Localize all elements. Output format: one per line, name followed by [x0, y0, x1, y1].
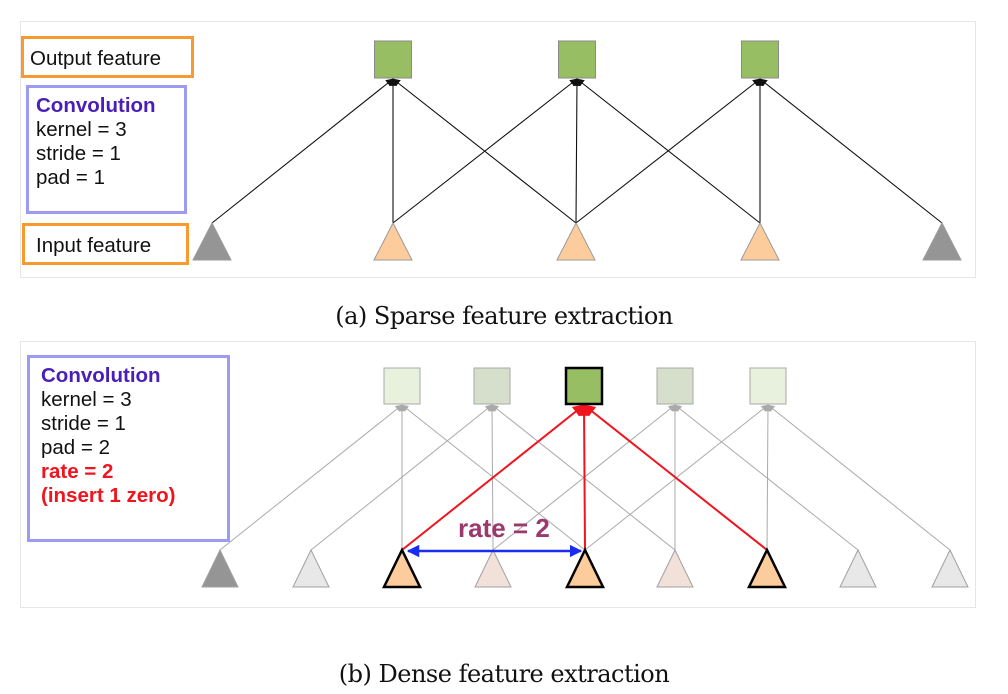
output-node: [374, 40, 412, 79]
pad-param: pad = 1: [36, 166, 105, 189]
dense-highlight-edge: [583, 404, 768, 551]
zero-inserted-node: [656, 548, 694, 588]
output-node: [383, 367, 421, 405]
dense-edge: [674, 404, 859, 551]
padding-input-node: [922, 221, 962, 261]
dense-highlight-edge: [578, 403, 591, 551]
padding-input-node: [292, 548, 330, 588]
zero-inserted-node: [474, 548, 512, 588]
input-node: [556, 221, 596, 261]
sparse-edge: [392, 78, 578, 224]
padding-input-node: [839, 548, 877, 588]
output-node: [741, 40, 779, 79]
dense-edge: [219, 404, 403, 551]
convolution-params-box-a: Convolution kernel = 3 stride = 1 pad = …: [26, 85, 187, 214]
sparse-edge: [759, 78, 943, 224]
rate-param: rate = 2: [41, 460, 114, 483]
input-feature-label-box: Input feature: [22, 223, 189, 265]
dense-nodes: [201, 366, 969, 589]
output-feature-label: Output feature: [30, 47, 162, 70]
sparse-edge: [211, 78, 394, 224]
kernel-param: kernel = 3: [41, 388, 132, 411]
caption-a: (a) Sparse feature extraction: [335, 302, 673, 330]
convolution-title: Convolution: [36, 94, 156, 117]
input-node: [565, 547, 605, 589]
dense-highlight-edges: [401, 403, 768, 551]
output-node: [558, 40, 596, 79]
convolution-params-box-b: Convolution kernel = 3 stride = 1 pad = …: [27, 355, 230, 542]
dense-edges: [219, 404, 951, 551]
input-feature-label: Input feature: [36, 234, 152, 257]
padding-input-node: [192, 221, 232, 261]
rate-annotation: rate = 2: [458, 513, 550, 543]
caption-b: (b) Dense feature extraction: [338, 660, 670, 688]
highlighted-output-node: [564, 366, 604, 406]
padding-input-node: [931, 548, 969, 588]
padding-input-node: [201, 548, 239, 588]
input-node: [373, 221, 413, 261]
dense-edge: [764, 404, 772, 551]
input-node: [382, 547, 422, 589]
output-node: [749, 367, 787, 405]
output-feature-label-box: Output feature: [21, 36, 194, 78]
dense-edge: [767, 404, 951, 551]
sparse-edge: [575, 78, 761, 224]
input-node: [747, 547, 787, 589]
dense-edge: [310, 404, 493, 551]
input-node: [740, 221, 780, 261]
kernel-param: kernel = 3: [36, 118, 127, 141]
sparse-edge: [573, 78, 581, 224]
sparse-edges: [211, 78, 943, 224]
dense-highlight-edge: [401, 404, 585, 551]
output-node: [473, 367, 511, 405]
output-node: [656, 367, 694, 405]
stride-param: stride = 1: [41, 412, 126, 435]
insert-zero-note: (insert 1 zero): [41, 484, 176, 507]
pad-param: pad = 2: [41, 436, 110, 459]
convolution-title: Convolution: [41, 364, 161, 387]
sparse-nodes: [192, 40, 962, 261]
stride-param: stride = 1: [36, 142, 121, 165]
